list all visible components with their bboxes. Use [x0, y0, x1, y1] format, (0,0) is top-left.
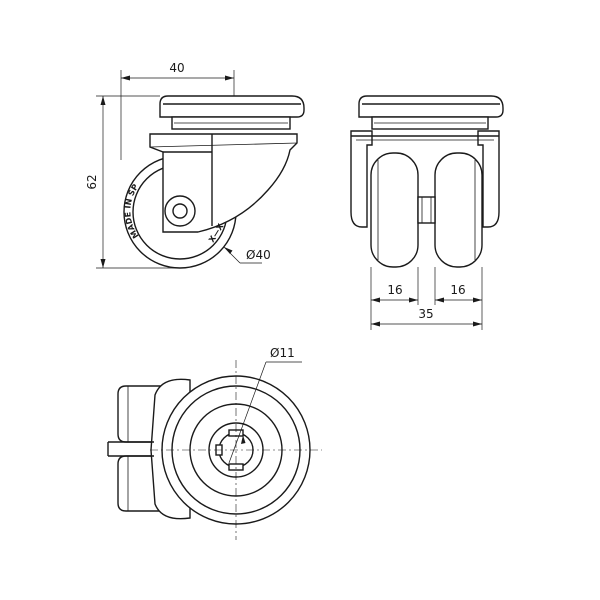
front-fork-left [350, 130, 373, 228]
dim-40-arrow-right [225, 75, 234, 81]
dim-35-label: 35 [418, 307, 433, 321]
side-fork-top-line [149, 142, 298, 148]
front-view: 16 16 35 [350, 95, 504, 330]
side-axle-inner [172, 203, 188, 219]
dim-dia40-label: Ø40 [246, 248, 271, 262]
front-fork-right [477, 130, 500, 228]
dim-dia11-leader [228, 361, 267, 464]
dim-35-arrow-b [473, 321, 482, 327]
side-axle-outer [164, 195, 196, 227]
dim-40-label: 40 [169, 61, 184, 75]
dim-35-arrow-a [371, 321, 380, 327]
front-top-plate [358, 95, 504, 118]
dim-16-right-label: 16 [450, 283, 465, 297]
dim-62-arrow-top [100, 96, 106, 105]
dim-dia40-arrow [224, 247, 233, 254]
side-top-plate [159, 95, 305, 118]
dim-16-left-arrow-a [371, 297, 380, 303]
dim-62-arrow-bottom [100, 259, 106, 268]
dim-16-right-arrow-a [435, 297, 444, 303]
dim-16-left-arrow-b [409, 297, 418, 303]
dim-16-right-arrow-b [473, 297, 482, 303]
side-view: MADE IN SP X—X 40 62 Ø40 [85, 61, 305, 269]
dim-dia11-arrow [241, 435, 246, 444]
dim-dia11-label: Ø11 [270, 346, 295, 360]
dim-62-label: 62 [85, 174, 99, 189]
dim-16-left-label: 16 [387, 283, 402, 297]
top-view: Ø11 [107, 346, 322, 540]
dim-40-arrow-left [121, 75, 130, 81]
front-axle-spacer [417, 196, 436, 224]
